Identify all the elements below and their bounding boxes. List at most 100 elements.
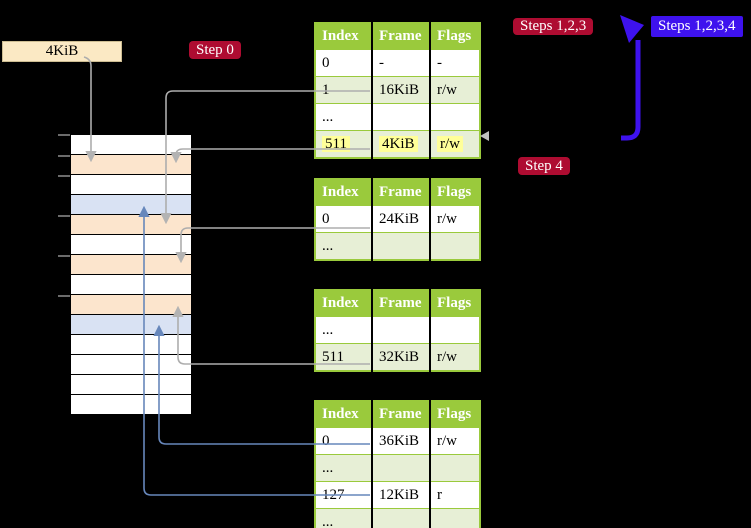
memory-row-8	[71, 295, 191, 315]
table-cell: -	[429, 49, 480, 77]
memory-row-3	[71, 195, 191, 215]
table-row: 511 4KiB r/w	[315, 130, 480, 158]
table-row: ...	[315, 103, 480, 131]
badge-steps-1-2-3-4-label: Steps 1,2,3,4	[658, 18, 736, 34]
table-cell: 0	[315, 49, 372, 77]
table-row: 0--	[315, 49, 480, 77]
column-header-frame: Frame	[371, 179, 430, 206]
table-cell	[429, 232, 480, 260]
column-header-frame: Frame	[371, 23, 430, 50]
page-size-label-box: 4KiB	[2, 41, 122, 62]
table-cell: 0	[315, 205, 372, 233]
table-row: ...	[315, 316, 480, 344]
column-header-index: Index	[315, 290, 372, 317]
physical-memory-column	[70, 134, 192, 415]
table-row: ...	[315, 232, 480, 260]
column-header-flags: Flags	[429, 401, 480, 428]
highlighted-value: 511	[322, 135, 350, 152]
column-header-flags: Flags	[429, 23, 480, 50]
memory-row-0	[71, 135, 191, 155]
table-cell: ...	[315, 232, 372, 260]
table-cell	[429, 103, 480, 131]
memory-row-4	[71, 215, 191, 235]
table-cell	[429, 454, 480, 482]
table-cell: ...	[315, 316, 372, 344]
table-cell	[371, 508, 430, 528]
table-cell: 0	[315, 427, 372, 455]
table-cell: ...	[315, 103, 372, 131]
badge-steps-1-2-3-label: Steps 1,2,3	[520, 18, 587, 34]
badge-step-4: Step 4	[518, 157, 570, 175]
table-cell	[429, 508, 480, 528]
badge-steps-1-2-3: Steps 1,2,3	[513, 18, 594, 35]
table-cell	[371, 454, 430, 482]
column-header-index: Index	[315, 401, 372, 428]
table-cell: r/w	[429, 130, 480, 158]
table-cell: 24KiB	[371, 205, 430, 233]
table-row: ...	[315, 508, 480, 528]
table-cell: r/w	[429, 343, 480, 371]
memory-row-1	[71, 155, 191, 175]
table-cell: r/w	[429, 427, 480, 455]
memory-row-9	[71, 315, 191, 335]
column-header-flags: Flags	[429, 290, 480, 317]
highlighted-value: 4KiB	[379, 135, 418, 152]
arrow-into-pt-top-index511	[480, 131, 489, 141]
table-cell: 12KiB	[371, 481, 430, 509]
badge-steps-1-2-3-4: Steps 1,2,3,4	[651, 16, 743, 37]
table-cell: 4KiB	[371, 130, 430, 158]
column-header-index: Index	[315, 23, 372, 50]
table-cell: 32KiB	[371, 343, 430, 371]
page-size-label: 4KiB	[45, 43, 79, 59]
table-cell: 36KiB	[371, 427, 430, 455]
column-header-index: Index	[315, 179, 372, 206]
table-cell: 1	[315, 76, 372, 104]
memory-row-5	[71, 235, 191, 255]
table-cell: 16KiB	[371, 76, 430, 104]
memory-row-10	[71, 335, 191, 355]
column-header-frame: Frame	[371, 290, 430, 317]
memory-row-11	[71, 355, 191, 375]
table-cell	[371, 232, 430, 260]
table-row: ...	[315, 454, 480, 482]
table-cell	[371, 103, 430, 131]
badge-step-0-label: Step 0	[196, 41, 234, 58]
table-cell: r/w	[429, 76, 480, 104]
table-cell	[371, 316, 430, 344]
table-cell: -	[371, 49, 430, 77]
memory-tick-marks	[58, 134, 70, 297]
table-cell: ...	[315, 454, 372, 482]
highlighted-value: r/w	[437, 135, 463, 152]
table-cell: 127	[315, 481, 372, 509]
table-cell: 511	[315, 343, 372, 371]
memory-row-6	[71, 255, 191, 275]
table-cell: r	[429, 481, 480, 509]
badge-step-4-label: Step 4	[525, 157, 563, 174]
steps-loop-arrow	[620, 15, 644, 141]
table-cell: ...	[315, 508, 372, 528]
table-cell	[429, 316, 480, 344]
memory-row-13	[71, 395, 191, 414]
memory-row-7	[71, 275, 191, 295]
table-cell: r/w	[429, 205, 480, 233]
memory-row-12	[71, 375, 191, 395]
column-header-frame: Frame	[371, 401, 430, 428]
column-header-flags: Flags	[429, 179, 480, 206]
